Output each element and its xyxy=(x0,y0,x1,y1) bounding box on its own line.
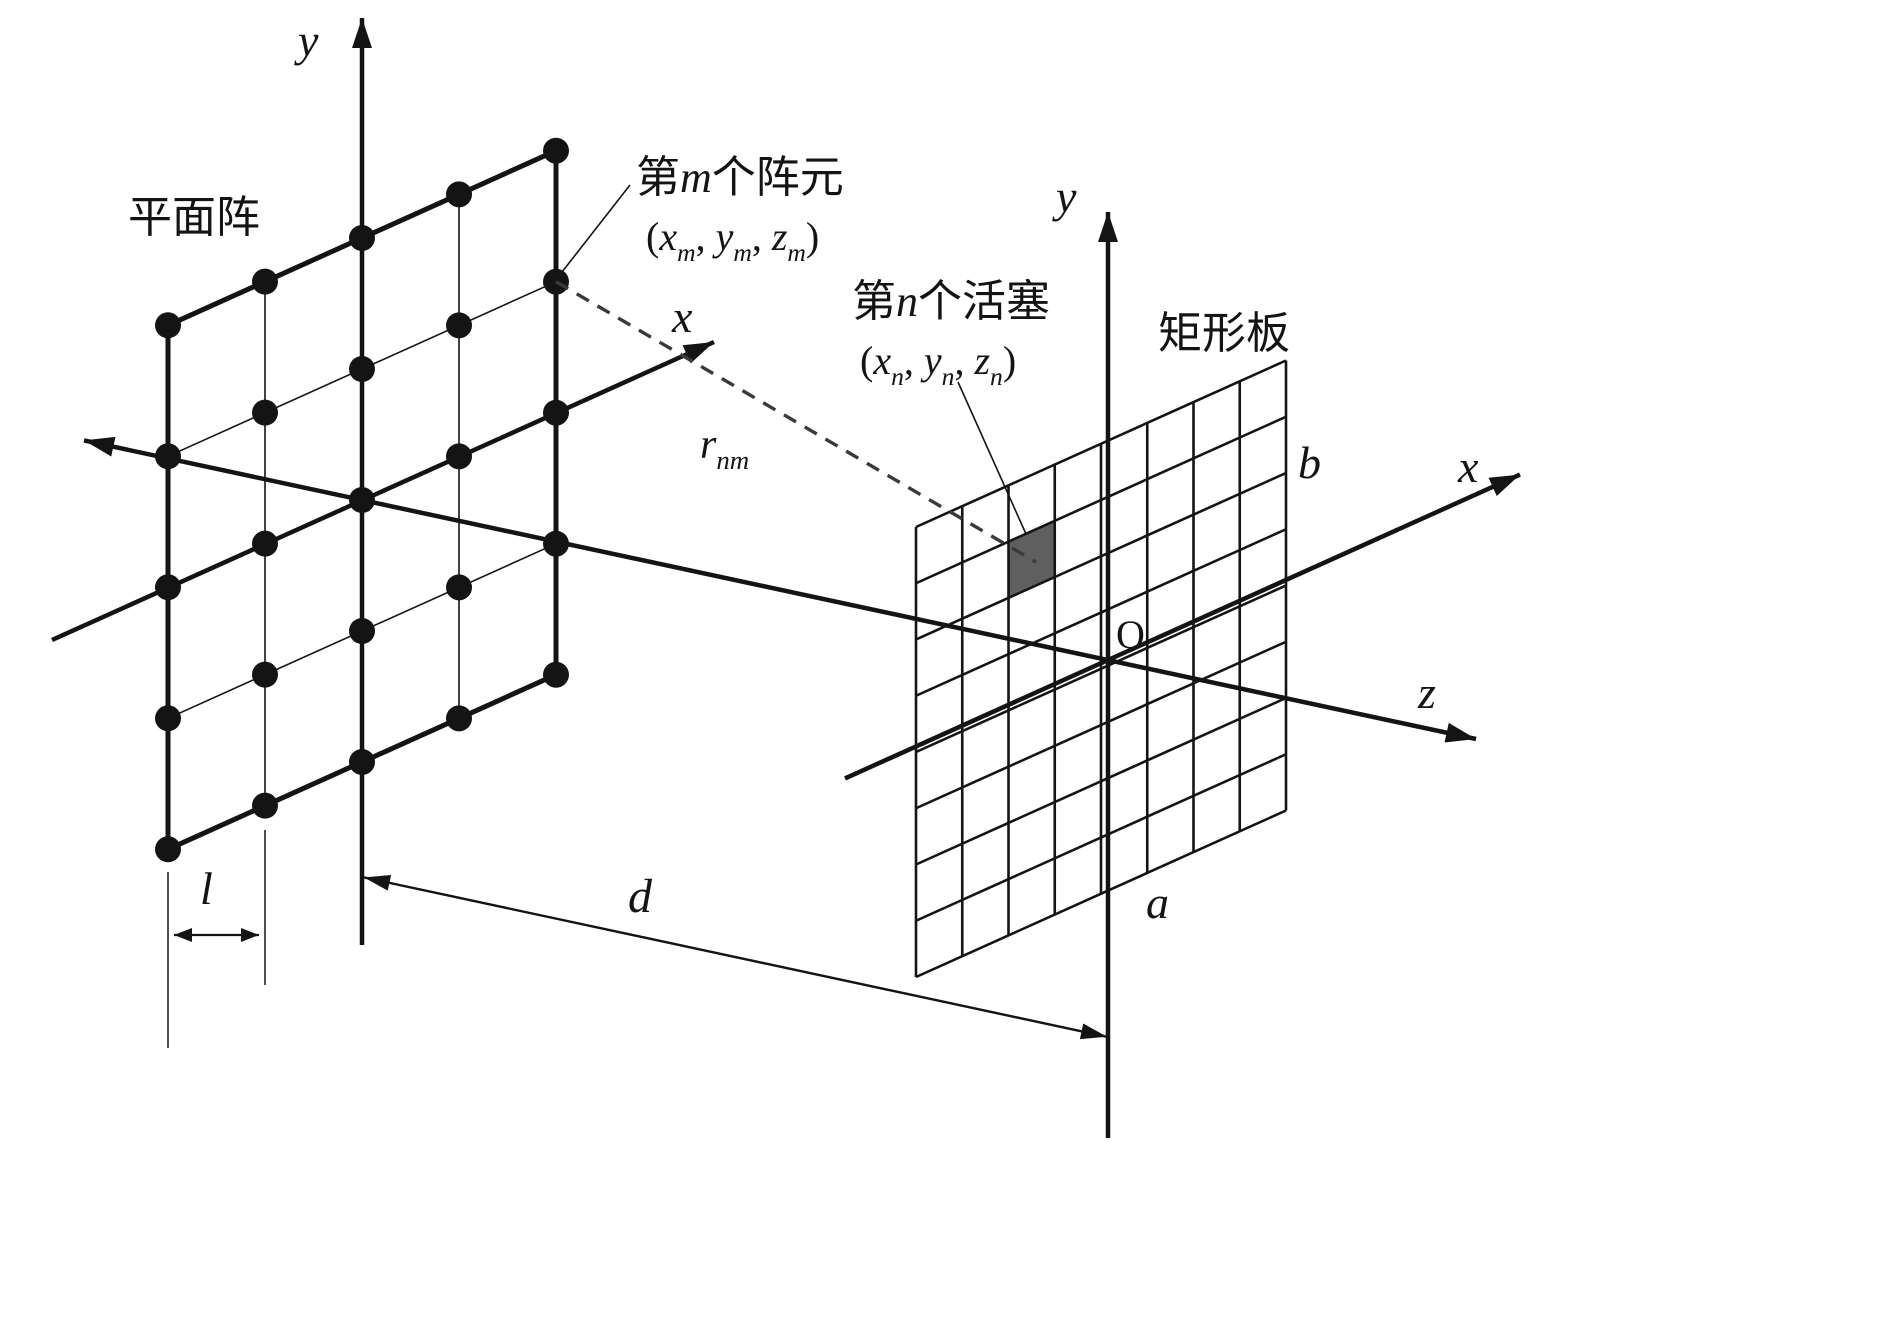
axis-y-right-label: y xyxy=(1052,171,1077,222)
array-element-dot xyxy=(155,836,181,863)
array-element-dot xyxy=(543,399,569,426)
array-element-dot xyxy=(349,749,375,775)
axis-z xyxy=(83,438,1477,742)
nth-piston-leader-line xyxy=(957,381,1027,535)
array-element-dot xyxy=(349,356,375,382)
array-element-dot xyxy=(155,574,181,601)
dimension-d-line-head xyxy=(364,875,392,891)
array-element-dot xyxy=(155,443,181,470)
axis-x-left-head xyxy=(682,342,714,364)
plate-grid-line xyxy=(915,359,1287,529)
axis-x-right xyxy=(844,472,1521,781)
piston-cell xyxy=(1008,520,1055,598)
mth-element-label: 第m个阵元 xyxy=(636,153,844,202)
plate-grid-line xyxy=(915,640,1287,810)
axis-z-head xyxy=(84,436,116,457)
array-element-dot xyxy=(446,705,472,732)
plate-grid-line xyxy=(915,696,1287,866)
array-element-dot xyxy=(252,530,278,557)
plate-grid-line xyxy=(915,471,1287,641)
origin-label: O xyxy=(1116,612,1145,657)
rnm-dashed-line xyxy=(555,280,1037,564)
array-element-dot xyxy=(446,443,472,470)
array-element-dot xyxy=(252,661,278,688)
array-element-dot xyxy=(543,530,569,557)
array-element-dot xyxy=(349,618,375,644)
plate-grid-line xyxy=(915,584,1287,754)
array-element-dot xyxy=(349,487,375,513)
mth-element-leader-line xyxy=(561,184,631,273)
axis-x-right-label: x xyxy=(1457,441,1479,492)
plate-grid-line xyxy=(915,809,1287,979)
array-element-dot xyxy=(349,225,375,251)
array-element-dot xyxy=(446,574,472,601)
plate-grid-line xyxy=(915,753,1287,922)
array-element-dot xyxy=(543,137,569,164)
dim-d-label: d xyxy=(628,870,653,923)
plate-grid-line xyxy=(915,415,1287,585)
dimension-d-line-head xyxy=(1079,1023,1107,1040)
axis-z-head xyxy=(1444,722,1476,743)
plate-grid-line xyxy=(915,528,1287,697)
dim-l-label: l xyxy=(200,863,213,914)
array-element-dot xyxy=(155,312,181,339)
dimension-d-line xyxy=(363,876,1108,1038)
diagram-geometry xyxy=(51,18,1521,1138)
rnm-distance-label: rnm xyxy=(700,422,749,475)
planar-array-label: 平面阵 xyxy=(128,193,260,242)
axis-z-label: z xyxy=(1417,667,1436,718)
dimension-l-line-head xyxy=(174,928,192,942)
array-element-dot xyxy=(543,661,569,688)
axis-y-left-label: y xyxy=(294,15,319,66)
axis-y-right-head xyxy=(1098,212,1118,242)
array-element-dot xyxy=(252,792,278,819)
nth-piston-coords: (xn, yn, zn) xyxy=(860,338,1016,391)
array-element-dot xyxy=(155,705,181,732)
dimension-l-line-head xyxy=(241,928,259,942)
array-element-dot xyxy=(252,399,278,426)
array-element-dot xyxy=(252,268,278,295)
array-element-dot xyxy=(446,312,472,339)
dim-a-label: a xyxy=(1146,877,1169,928)
axis-x-left-label: x xyxy=(671,291,693,342)
mth-element-coords: (xm, ym, zm) xyxy=(646,214,819,267)
nth-piston-label: 第n个活塞 xyxy=(852,277,1050,326)
dim-b-label: b xyxy=(1298,437,1321,488)
array-element-dot xyxy=(446,181,472,208)
axis-y-left-head xyxy=(352,18,372,48)
rect-plate-label: 矩形板 xyxy=(1158,309,1290,358)
axis-x-right-head xyxy=(1488,474,1520,497)
